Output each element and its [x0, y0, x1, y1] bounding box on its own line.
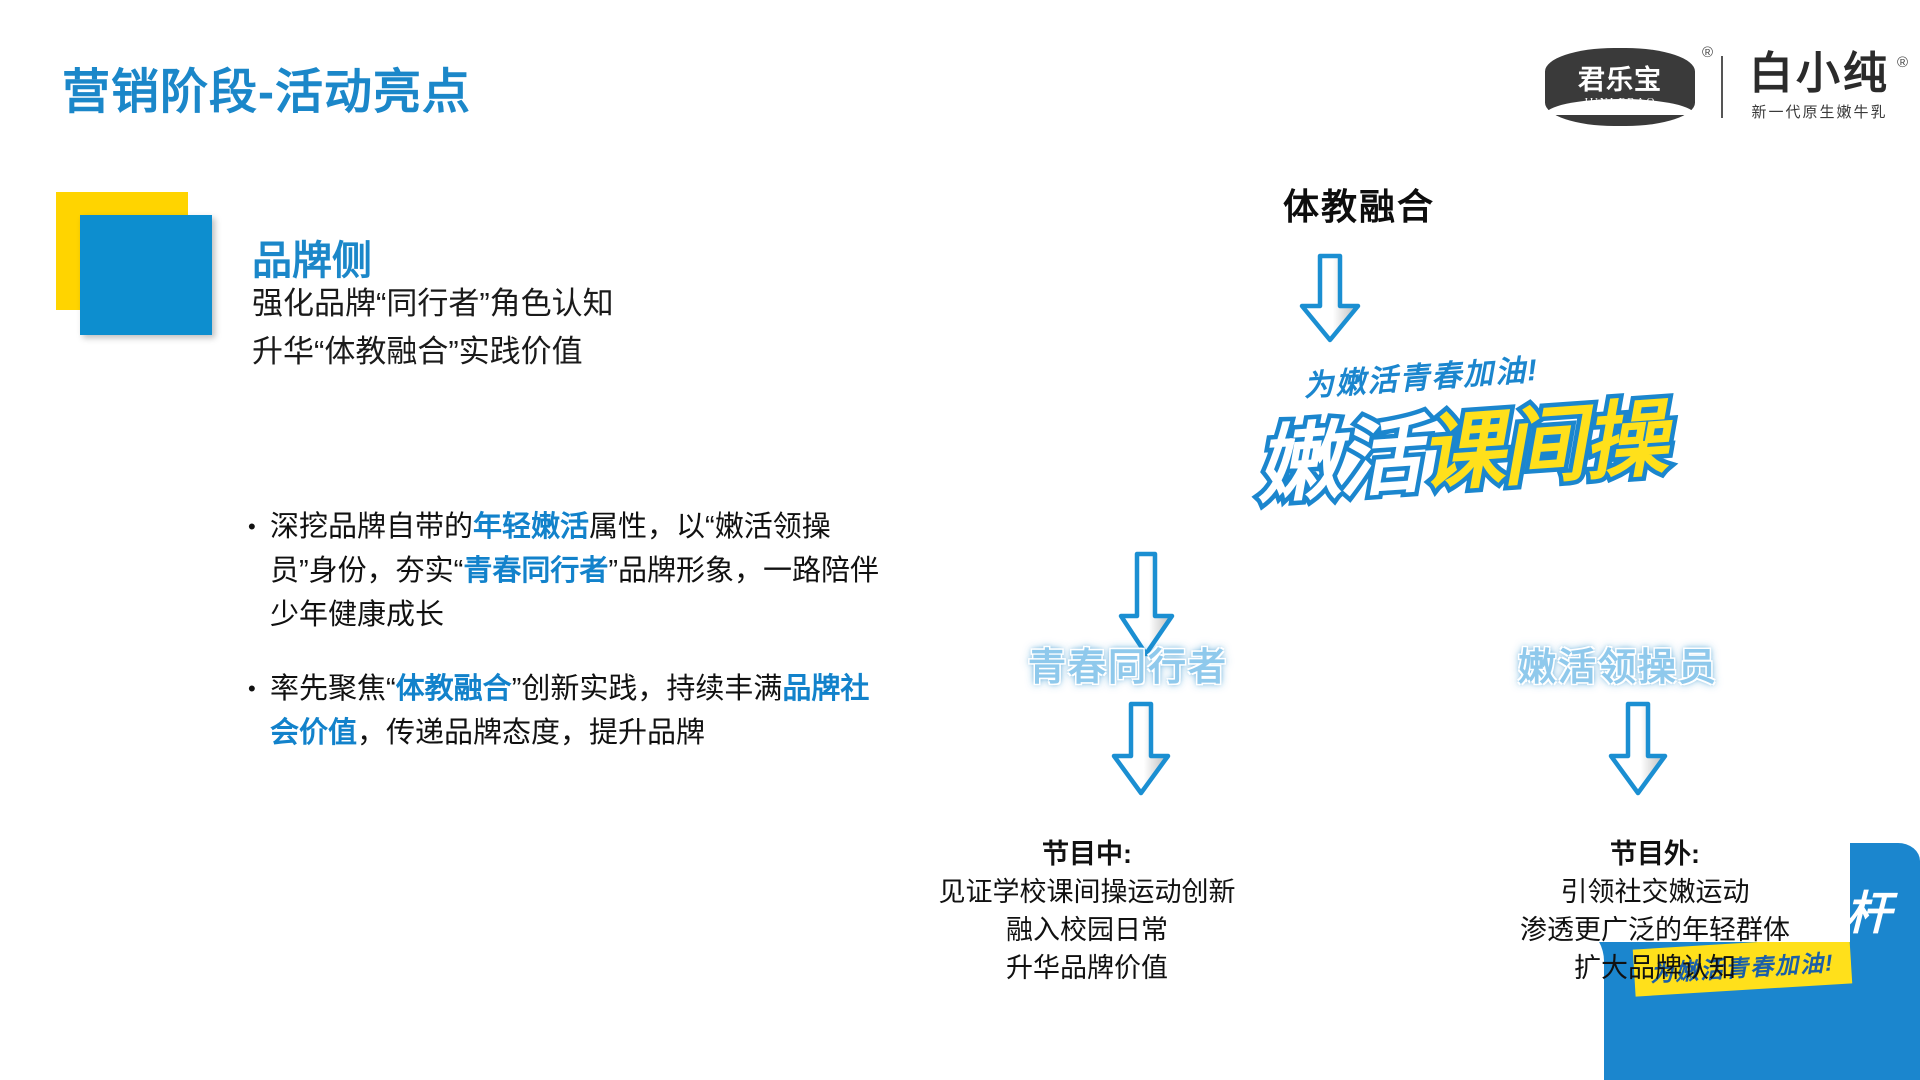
baixiaochun-tagline: 新一代原生嫩牛乳	[1751, 104, 1888, 121]
outcome-left-line-2: 融入校园日常	[1006, 915, 1168, 945]
campaign-logo-main-white: 嫩活	[1248, 403, 1427, 517]
outcome-right-line-3: 扩大品牌认知	[1574, 953, 1736, 983]
outcome-left-heading: 节目中:	[1042, 839, 1132, 869]
bullet-highlight: 品牌社会价值	[270, 673, 870, 749]
outcome-left-line-3: 升华品牌价值	[1006, 953, 1168, 983]
page-title: 营销阶段-活动亮点	[62, 66, 471, 119]
junlebao-text: 君乐宝 JUNLEBAO	[1578, 64, 1662, 108]
baixiaochun-registered-icon: ®	[1896, 54, 1908, 71]
outcome-block-right: 节目外: 引领社交嫩运动 渗透更广泛的年轻群体 扩大品牌认知	[1455, 832, 1855, 987]
arrow-down-icon-1	[1298, 252, 1362, 344]
bullet-span: 率先聚焦“	[270, 673, 396, 705]
outcome-block-left: 节目中: 见证学校课间操运动创新 融入校园日常 升华品牌价值	[887, 832, 1287, 987]
list-item: • 深挖品牌自带的年轻嫩活属性，以“嫩活领操员”身份，夯实“青春同行者”品牌形象…	[242, 505, 882, 637]
accent-square-blue	[80, 215, 212, 335]
bullet-marker-icon: •	[248, 514, 256, 539]
baixiaochun-logo: 白小纯 新一代原生嫩牛乳 ®	[1749, 48, 1908, 122]
flow-top-label: 体教融合	[1283, 186, 1436, 227]
junlebao-logo: 君乐宝 JUNLEBAO ®	[1545, 44, 1713, 126]
brand-side-heading: 品牌侧	[252, 239, 372, 283]
junlebao-registered-icon: ®	[1701, 44, 1713, 61]
bullet-list: • 深挖品牌自带的年轻嫩活属性，以“嫩活领操员”身份，夯实“青春同行者”品牌形象…	[242, 505, 882, 785]
bullet-marker-icon: •	[248, 676, 256, 701]
campaign-logo: 为嫩活青春加油! 嫩活 课间操	[1248, 354, 1695, 540]
junlebao-wave-icon	[1545, 99, 1695, 115]
arrow-down-icon-3	[1110, 700, 1172, 798]
bullet-span: 属性，以“嫩活领操员”身份，夯实“	[270, 511, 831, 587]
arrow-down-icon-2	[1118, 550, 1176, 660]
logo-divider	[1721, 56, 1723, 118]
bullet-span: 深挖品牌自带的	[270, 511, 474, 543]
junlebao-en: JUNLEBAO	[1583, 95, 1657, 108]
bullet-highlight: 年轻嫩活	[473, 511, 590, 543]
bullet-span: ”创新实践，持续丰满	[511, 673, 783, 705]
bullet-text: 深挖品牌自带的年轻嫩活属性，以“嫩活领操员”身份，夯实“青春同行者”品牌形象，一…	[270, 505, 882, 637]
arrow-down-icon-4	[1607, 700, 1669, 798]
campaign-logo-main-yellow: 课间操	[1412, 386, 1673, 506]
baixiaochun-cn: 白小纯	[1749, 48, 1890, 99]
banner-mask	[1540, 820, 1850, 942]
bullet-highlight: 青春同行者	[463, 555, 609, 587]
outcome-right-line-2: 渗透更广泛的年轻群体	[1520, 915, 1790, 945]
brand-side-line-1: 强化品牌“同行者”角色认知	[252, 286, 614, 321]
junlebao-cn: 君乐宝	[1578, 64, 1662, 95]
outcome-right-heading: 节目外:	[1610, 839, 1700, 869]
bullet-highlight: 体教融合	[395, 673, 512, 705]
outcome-left-line-1: 见证学校课间操运动创新	[938, 877, 1236, 907]
list-item: • 率先聚焦“体教融合”创新实践，持续丰满品牌社会价值，传递品牌态度，提升品牌	[242, 667, 882, 755]
flow-mid-label-right: 嫩活领操员	[1518, 647, 1719, 689]
brand-side-line-2: 升华“体教融合”实践价值	[252, 334, 583, 369]
logo-bar: 君乐宝 JUNLEBAO ® 白小纯 新一代原生嫩牛乳 ®	[1545, 38, 1908, 136]
outcome-right-line-1: 引领社交嫩运动	[1560, 877, 1750, 907]
bullet-span: ，传递品牌态度，提升品牌	[357, 717, 706, 749]
bullet-text: 率先聚焦“体教融合”创新实践，持续丰满品牌社会价值，传递品牌态度，提升品牌	[270, 667, 882, 755]
flow-mid-label-left: 青春同行者	[1028, 647, 1229, 689]
bullet-span: ”品牌形象，一路陪伴少年健康成长	[270, 555, 880, 631]
